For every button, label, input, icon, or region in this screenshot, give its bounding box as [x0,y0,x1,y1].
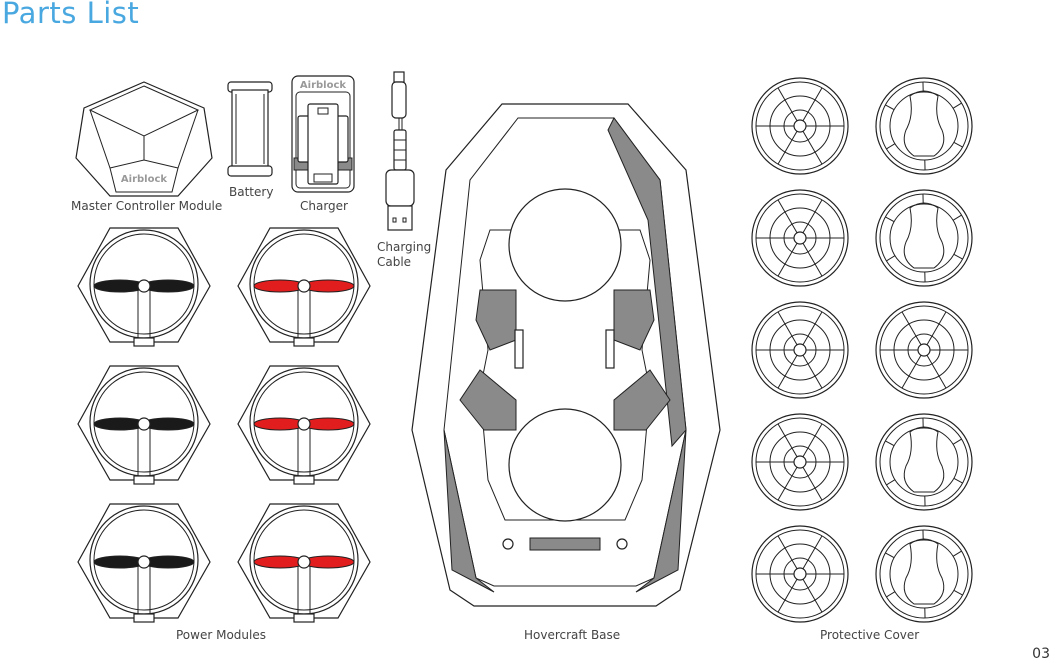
protective-cover-2 [875,77,973,175]
protective-cover-1 [751,77,849,175]
protective-cover-8 [875,413,973,511]
page-number: 03 [1032,646,1050,662]
protective-cover-6 [875,301,973,399]
protective-cover-4 [875,189,973,287]
power-module-6 [237,503,371,623]
battery-label: Battery [229,185,274,199]
charger-label: Charger [300,199,348,213]
protective-cover-label: Protective Cover [820,628,920,642]
protective-cover-10 [875,525,973,623]
charger-illustration: Airblock [291,75,355,193]
protective-cover-3 [751,189,849,287]
power-module-5 [77,503,211,623]
protective-cover-9 [751,525,849,623]
charging-cable-label-line2: Cable [377,255,412,269]
power-module-1 [77,227,211,347]
power-module-3 [77,365,211,485]
master-controller-illustration: Airblock [75,81,213,197]
page-title: Parts List [2,0,140,30]
charging-cable-label-line1: Charging [377,240,432,254]
charging-cable-label: Charging Cable [377,240,431,270]
protective-cover-7 [751,413,849,511]
charging-cable-illustration [385,71,415,231]
charger-brand-text: Airblock [300,80,346,91]
power-module-4 [237,365,371,485]
protective-cover-5 [751,301,849,399]
master-controller-label: Master Controller Module [71,199,223,213]
hovercraft-base-illustration [411,103,721,607]
power-modules-label: Power Modules [176,628,266,642]
master-brand-text: Airblock [121,174,167,185]
battery-illustration [227,81,273,177]
power-module-2 [237,227,371,347]
hovercraft-base-label: Hovercraft Base [524,628,621,642]
